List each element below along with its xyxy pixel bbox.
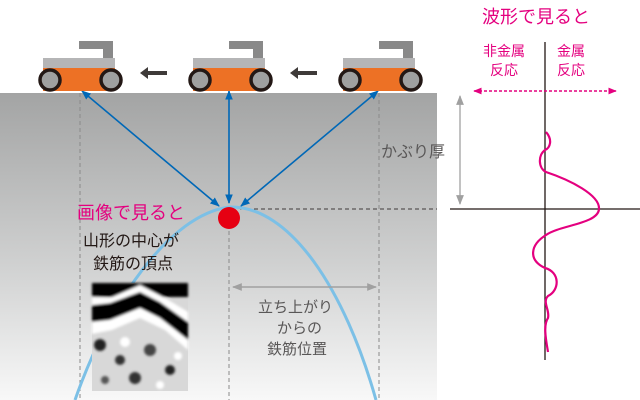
waveform-title: 波形で見ると [482, 7, 590, 28]
waveform-trace [532, 131, 601, 353]
cover-thickness-label: かぶり厚 [381, 142, 446, 161]
scanner-center [188, 41, 273, 92]
scanner-right [338, 41, 423, 92]
image-view-title: 画像で見ると [77, 203, 185, 224]
radar-image [92, 283, 188, 391]
image-view-desc-line1: 山形の中心が [83, 231, 180, 250]
scan-position-guides [79, 93, 380, 400]
radar-rays [81, 90, 379, 207]
scanner-left [38, 41, 123, 92]
rise-desc-line3: 鉄筋位置 [267, 340, 328, 358]
rise-desc-line1: 立ち上がり [258, 298, 334, 316]
non-metal-label-line1: 非金属 [483, 44, 525, 60]
arrow-left-icon [140, 67, 167, 79]
non-metal-label-line2: 反応 [490, 63, 518, 79]
arrow-left-icon [290, 67, 317, 79]
rebar-point [218, 207, 240, 229]
waveform-panel [450, 42, 640, 360]
concrete-block [0, 93, 437, 400]
metal-label-line1: 金属 [557, 44, 585, 60]
image-view-desc-line2: 鉄筋の頂点 [93, 254, 174, 273]
rise-desc-line2: からの [277, 319, 323, 337]
metal-label-line2: 反応 [557, 63, 585, 79]
